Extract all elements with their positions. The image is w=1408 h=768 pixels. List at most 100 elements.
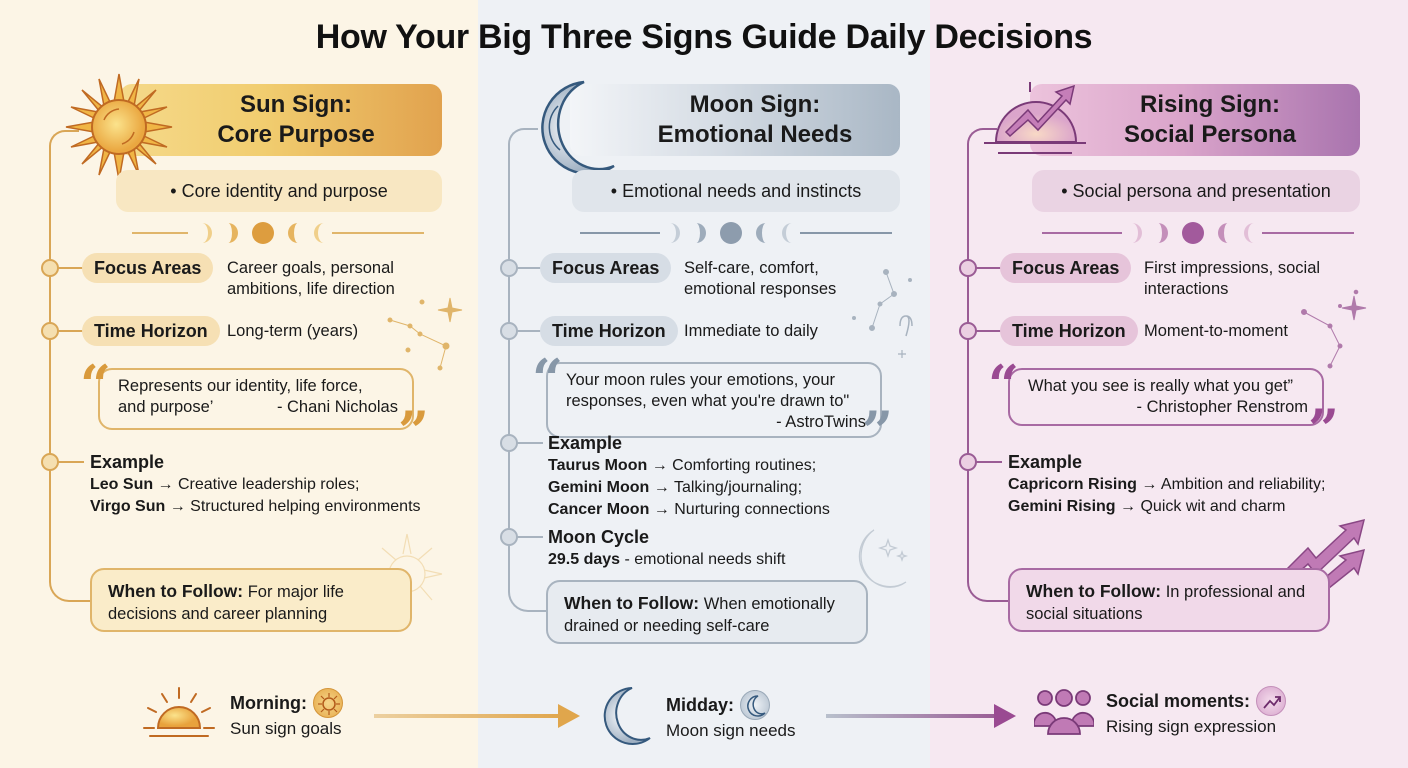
timeline-node [500, 322, 518, 340]
open-quote-icon: “ [532, 347, 564, 411]
timeline-arrow [374, 714, 564, 718]
constellation-icon [1301, 289, 1367, 369]
example-list: Capricorn Rising → Ambition and reliabil… [1008, 474, 1325, 518]
moon-cycle-text: 29.5 days - emotional needs shift [548, 551, 786, 568]
follow-text: drained or needing self-care [564, 617, 770, 635]
header-subtitle: Core Purpose [217, 121, 375, 148]
timeline-node [41, 322, 59, 340]
header-title: Rising Sign: [1140, 91, 1280, 118]
quote-text: What you see is really what you get” [1028, 377, 1294, 395]
example-title: Example [1008, 452, 1083, 472]
sun-sign-header: Sun Sign: Core Purpose [120, 84, 442, 156]
timeline-social: Social moments: Rising sign expression [1034, 686, 1287, 738]
timeline-label: Morning: [230, 693, 307, 713]
when-to-follow-box: When to Follow: When emotionally drained… [546, 580, 868, 644]
example-title: Example [548, 433, 623, 453]
constellation-icon [387, 297, 463, 371]
moon-sign-header: Moon Sign: Emotional Needs [570, 84, 900, 156]
timeline-node [500, 434, 518, 452]
timeline-desc: Rising sign expression [1106, 717, 1277, 736]
focus-areas-pill: Focus Areas [1000, 253, 1132, 283]
example-list: Taurus Moon → Comforting routines; Gemin… [548, 455, 830, 521]
follow-text: social situations [1026, 605, 1143, 623]
timeline-connector [967, 128, 997, 148]
follow-label: When to Follow: [564, 593, 700, 613]
page-title: How Your Big Three Signs Guide Daily Dec… [315, 18, 1093, 56]
time-horizon-value: Moment-to-moment [1144, 322, 1288, 340]
timeline-node [959, 453, 977, 471]
timeline-node [959, 322, 977, 340]
quote-author: - Christopher Renstrom [1136, 398, 1308, 416]
quote-box: Your moon rules your emotions, your resp… [546, 362, 882, 438]
header-subtitle: Social Persona [1123, 121, 1297, 148]
node-connector [58, 267, 84, 269]
example-item: Leo Sun → Creative leadership roles; [90, 476, 360, 493]
header-subtitle: Emotional Needs [657, 121, 853, 148]
quote-text: Your moon rules your emotions, your [566, 371, 836, 389]
focus-areas-text: Self-care, comfort,emotional responses [684, 259, 837, 298]
moon-cycle-title: Moon Cycle [548, 527, 650, 547]
node-connector [976, 330, 1002, 332]
timeline-connector [49, 578, 93, 602]
decorative-moon-icon [858, 529, 909, 588]
time-horizon-value: Long-term (years) [227, 322, 359, 340]
timeline-desc: Moon sign needs [666, 721, 796, 740]
moon-badge-icon [740, 690, 771, 720]
when-to-follow-box: When to Follow: For major life decisions… [90, 568, 412, 632]
node-connector [517, 330, 543, 332]
timeline-node [959, 259, 977, 277]
timeline-node [41, 453, 59, 471]
example-item: Capricorn Rising → Ambition and reliabil… [1008, 476, 1326, 493]
open-quote-icon: “ [988, 353, 1020, 417]
focus-areas-pill: Focus Areas [82, 253, 214, 283]
trend-up-badge-icon [1256, 686, 1287, 716]
timeline-connector [508, 588, 552, 612]
arrow-head-icon [994, 704, 1016, 728]
close-quote-icon: ” [398, 399, 430, 463]
timeline-label: Social moments: [1106, 691, 1251, 711]
node-connector [517, 442, 543, 444]
node-connector [58, 330, 84, 332]
time-horizon-pill: Time Horizon [82, 316, 220, 346]
timeline-label: Midday: [666, 695, 735, 715]
quote-text: and purpose’ [118, 398, 214, 416]
timeline-node [500, 259, 518, 277]
moon-phases-divider [580, 222, 892, 244]
follow-text: decisions and career planning [108, 605, 328, 623]
node-connector [517, 536, 543, 538]
header-title: Moon Sign: [689, 91, 821, 118]
follow-label: When to Follow: [108, 581, 244, 601]
follow-label: When to Follow: [1026, 581, 1162, 601]
timeline-arrow [826, 714, 998, 718]
timeline-connector [508, 128, 538, 148]
timeline-spine [508, 146, 510, 590]
timeline-desc: Sun sign goals [230, 719, 342, 738]
focus-areas-pill: Focus Areas [540, 253, 672, 283]
quote-text: Represents our identity, life force, [118, 377, 363, 395]
rising-chart-icon [984, 82, 1086, 154]
moon-phases-divider [1042, 222, 1354, 244]
timeline-spine [49, 148, 51, 580]
close-quote-icon: ” [862, 399, 894, 463]
arrow-head-icon [558, 704, 580, 728]
header-title: Sun Sign: [240, 91, 352, 118]
open-quote-icon: “ [80, 353, 112, 417]
crescent-moon-icon [603, 687, 651, 745]
time-horizon-pill: Time Horizon [1000, 316, 1138, 346]
time-horizon-pill: Time Horizon [540, 316, 678, 346]
timeline-node [500, 528, 518, 546]
sun-badge-icon [312, 688, 343, 718]
summary-bullet: • Social persona and presentation [1032, 170, 1360, 212]
node-connector [976, 461, 1002, 463]
timeline-node [41, 259, 59, 277]
example-item: Gemini Moon → Talking/journaling; [548, 479, 803, 496]
node-connector [58, 461, 84, 463]
example-item: Gemini Rising → Quick wit and charm [1008, 498, 1286, 515]
close-quote-icon: ” [1308, 397, 1340, 461]
quote-box: Represents our identity, life force, and… [98, 368, 414, 430]
people-group-icon [1034, 689, 1094, 735]
when-to-follow-box: When to Follow: In professional and soci… [1008, 568, 1330, 632]
time-horizon-value: Immediate to daily [684, 322, 818, 340]
quote-author: - AstroTwins [776, 413, 866, 431]
